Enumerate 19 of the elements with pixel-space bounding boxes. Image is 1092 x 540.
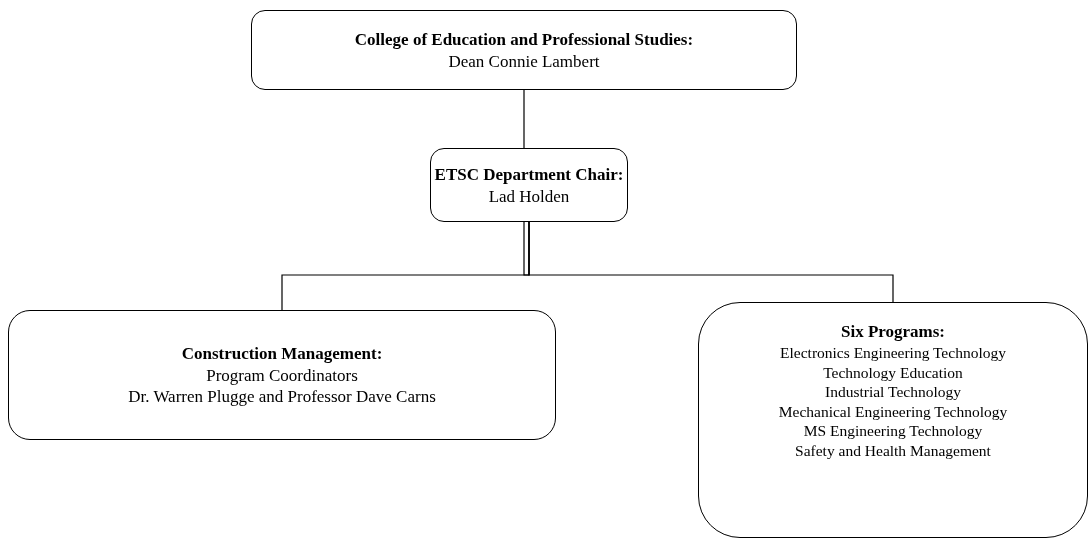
connector-line	[528, 221, 894, 303]
box-text: Mechanical Engineering Technology	[778, 401, 1008, 421]
org-box	[8, 310, 556, 440]
box-text: Lad Holden	[488, 185, 570, 207]
box-heading: College of Education and Professional Studies:	[354, 28, 694, 51]
box-heading: Construction Management:	[181, 343, 383, 365]
box-text: Program Coordinators	[206, 365, 358, 386]
box-text: Electronics Engineering Technology	[780, 343, 1006, 363]
box-heading: Six Programs:	[840, 321, 945, 343]
box-text: Dr. Warren Plugge and Professor Dave Carns	[128, 386, 436, 407]
box-text: Industrial Technology	[825, 382, 961, 402]
box-heading: ETSC Department Chair:	[434, 163, 624, 186]
box-text: Dean Connie Lambert	[448, 50, 600, 72]
org-box	[430, 148, 628, 222]
box-text: MS Engineering Technology	[803, 421, 983, 441]
org-box	[251, 10, 797, 90]
box-text: Technology Education	[823, 362, 963, 382]
org-box	[698, 302, 1088, 538]
box-text: Safety and Health Management	[795, 440, 991, 460]
